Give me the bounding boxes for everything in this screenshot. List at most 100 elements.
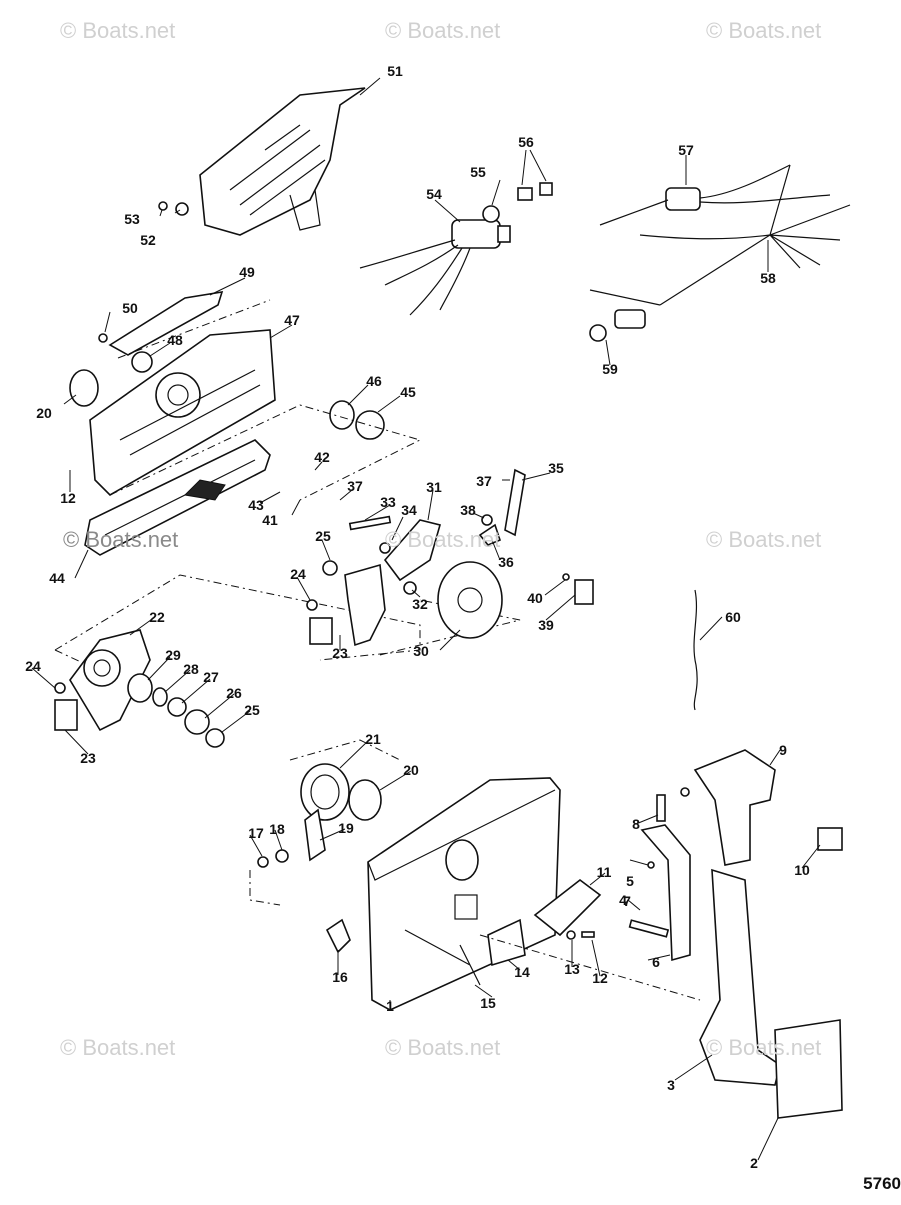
callout-56: 56 — [518, 134, 534, 150]
part-switch-39 — [574, 579, 594, 605]
callout-7: 7 — [623, 893, 631, 909]
callout-43: 43 — [248, 497, 264, 513]
callout-57: 57 — [678, 142, 694, 158]
part-28 — [152, 687, 168, 707]
watermark: © Boats.net — [706, 527, 822, 552]
callout-39: 39 — [538, 617, 554, 633]
callout-36: 36 — [498, 554, 514, 570]
drawing-code: 5760 — [863, 1174, 901, 1193]
callout-23: 23 — [332, 645, 348, 661]
watermark: © Boats.net — [60, 1035, 176, 1060]
callout-23: 23 — [80, 750, 96, 766]
part-mounting-plate — [84, 439, 271, 556]
callout-48: 48 — [167, 332, 183, 348]
part-gasket — [329, 400, 355, 430]
part-clip-b — [539, 182, 553, 196]
part-detent-plate — [437, 561, 503, 639]
callout-2: 2 — [750, 1155, 758, 1171]
callout-29: 29 — [165, 647, 181, 663]
callout-8: 8 — [632, 816, 640, 832]
part-arm-31 — [383, 519, 441, 582]
part-bushing-20 — [348, 779, 382, 821]
part-lever-plate — [108, 291, 224, 356]
part-clamp-19 — [304, 808, 326, 862]
part-12b — [581, 931, 595, 938]
callout-18: 18 — [269, 821, 285, 837]
callout-32: 32 — [412, 596, 428, 612]
part-nut — [158, 201, 168, 211]
callout-26: 26 — [226, 685, 242, 701]
part-washer — [175, 202, 189, 216]
callout-25: 25 — [315, 528, 331, 544]
callout-15: 15 — [480, 995, 496, 1011]
part-screw-33 — [348, 515, 392, 531]
part-40 — [562, 573, 570, 581]
part-handle-grip — [693, 749, 776, 866]
callout-59: 59 — [602, 361, 618, 377]
callout-1: 1 — [386, 998, 394, 1014]
callout-4: 4 — [619, 892, 627, 908]
watermark: © Boats.net — [63, 527, 179, 552]
part-knob-16 — [325, 918, 351, 954]
part-decal-plate — [774, 1019, 843, 1119]
callout-9: 9 — [779, 742, 787, 758]
callout-34: 34 — [401, 502, 417, 518]
part-nut-24b — [306, 599, 318, 611]
callout-12: 12 — [592, 970, 608, 986]
part-control-handle — [699, 868, 781, 1086]
callout-33: 33 — [380, 494, 396, 510]
callout-58: 58 — [760, 270, 776, 286]
callout-25: 25 — [244, 702, 260, 718]
part-rod-4 — [640, 824, 691, 962]
callout-45: 45 — [400, 384, 416, 400]
part-spring-8 — [656, 794, 666, 822]
callout-42: 42 — [314, 449, 330, 465]
part-wiring-harness — [589, 164, 851, 342]
callout-40: 40 — [527, 590, 543, 606]
part-18 — [275, 849, 289, 863]
callout-46: 46 — [366, 373, 382, 389]
callout-6: 6 — [652, 954, 660, 970]
assembly-line-handle — [479, 934, 701, 1001]
part-17 — [257, 856, 269, 868]
part-trigger-11 — [533, 878, 602, 937]
part-bolt-15 — [404, 929, 481, 986]
part-26 — [184, 709, 210, 735]
part-25b — [205, 728, 225, 748]
part-shift-lever — [344, 563, 386, 647]
part-38 — [481, 514, 493, 526]
watermark: © Boats.net — [385, 18, 501, 43]
callout-21: 21 — [365, 731, 381, 747]
callout-55: 55 — [470, 164, 486, 180]
callout-53: 53 — [124, 211, 140, 227]
callout-10: 10 — [794, 862, 810, 878]
watermark: © Boats.net — [385, 527, 501, 552]
watermark: © Boats.net — [385, 1035, 501, 1060]
callout-50: 50 — [122, 300, 138, 316]
part-wire-35 — [504, 468, 526, 537]
callout-47: 47 — [284, 312, 300, 328]
part-34 — [379, 542, 391, 554]
part-clip-a — [517, 187, 533, 201]
part-bearing-29 — [127, 673, 153, 703]
part-control-housing — [367, 777, 561, 1011]
part-nut-24 — [54, 682, 66, 694]
callout-3: 3 — [667, 1077, 675, 1093]
part-bushing-top — [69, 369, 99, 407]
watermark: © Boats.net — [706, 18, 822, 43]
callout-5: 5 — [626, 873, 634, 889]
callout-16: 16 — [332, 969, 348, 985]
leader-lines — [31, 77, 821, 1161]
part-gear-assembly — [69, 629, 151, 732]
callout-13: 13 — [564, 961, 580, 977]
callout-11: 11 — [596, 864, 612, 880]
callout-20: 20 — [36, 405, 52, 421]
part-screw-50 — [98, 333, 108, 343]
part-5 — [647, 861, 655, 869]
callout-51: 51 — [387, 63, 403, 79]
part-nut-25 — [322, 560, 338, 576]
callout-24: 24 — [290, 566, 306, 582]
part-13 — [566, 930, 576, 940]
